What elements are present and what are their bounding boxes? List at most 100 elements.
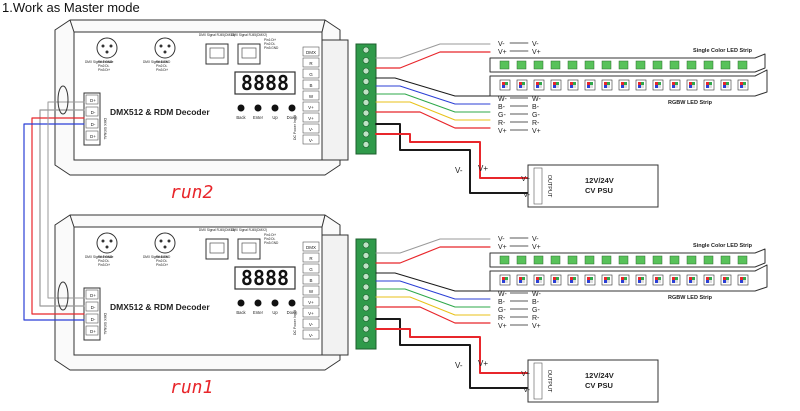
decoder-side-panel [321, 39, 349, 161]
decoder-name: DMX512 & RDM Decoder [110, 302, 210, 312]
rj45-in-jack [205, 43, 229, 65]
led-chip [686, 255, 697, 265]
led-w [607, 85, 610, 88]
output-terminal-slot [302, 241, 320, 252]
led-b [655, 85, 658, 88]
led-w [556, 85, 559, 88]
button-enter [254, 299, 262, 307]
xlr-in-label: DMX Signal Female [85, 255, 114, 259]
rgbw-pin-right: B- [532, 299, 540, 306]
left-terminal-label: D- [91, 110, 96, 115]
led-r [519, 82, 522, 85]
xlr-in-pin [105, 245, 109, 249]
led-chip [720, 60, 731, 70]
xlr-in-pin [105, 50, 109, 54]
led-g [522, 277, 525, 280]
led-r [587, 82, 590, 85]
led-w [726, 85, 729, 88]
green-terminal-screw [362, 130, 370, 138]
dmx-link-wire-red [31, 117, 85, 315]
button-label: Up [272, 310, 278, 315]
green-terminal-screw [362, 325, 370, 333]
psu-label-type: CV PSU [585, 186, 613, 195]
xlr-out-pin [163, 245, 167, 249]
left-terminal-label: D- [91, 122, 96, 127]
power-input-caption: DC Power Input [293, 310, 297, 335]
button-label: Enter [253, 310, 264, 315]
led-chip [584, 60, 595, 70]
led-g [590, 277, 593, 280]
xlr-in-label: Pin2:Di- [98, 64, 109, 68]
psu-pin-plus: V+ [521, 176, 530, 183]
led-chip [567, 60, 578, 70]
rgbw-pin-left: G- [498, 307, 506, 314]
led-w [590, 280, 593, 283]
output-terminal-label: B [309, 278, 312, 283]
xlr-in-label: Pin2:Di- [98, 259, 109, 263]
led-b [621, 280, 624, 283]
led-w [539, 280, 542, 283]
output-terminal-label: G [309, 267, 313, 272]
rj45-pin-label: Pin1:Di+ [264, 233, 276, 237]
led-chip [584, 255, 595, 265]
led-r [672, 277, 675, 280]
led-chip [601, 255, 612, 265]
led-g [641, 82, 644, 85]
psu-label-type: CV PSU [585, 381, 613, 390]
display-digits: 8888 [241, 266, 289, 290]
rj45-out-jack-inner [241, 47, 257, 59]
led-g [573, 277, 576, 280]
wire-rgbw-g [375, 93, 491, 113]
green-terminal-screw [362, 78, 370, 85]
rgbw-strip [489, 69, 768, 97]
green-terminal-screw [362, 88, 370, 96]
output-terminal-slot [302, 57, 320, 68]
led-w [692, 280, 695, 283]
cable-loop [57, 281, 69, 311]
wire-power-plus [375, 133, 529, 179]
led-chip [703, 60, 714, 70]
xlr-out-label: Pin2:Di- [156, 64, 167, 68]
xlr-out-pin [159, 44, 163, 48]
output-terminal-slot [302, 79, 320, 90]
led-g [675, 82, 678, 85]
led-w [505, 280, 508, 283]
housing-edge [321, 19, 326, 33]
led-g [743, 82, 746, 85]
page-title: 1.Work as Master mode [2, 0, 140, 15]
output-terminal-label: V- [309, 333, 314, 338]
led-g [743, 277, 746, 280]
led-r [519, 277, 522, 280]
led-r [621, 82, 624, 85]
rgbw-pin-right: R- [532, 120, 540, 127]
led-g [624, 277, 627, 280]
xlr-in-pin [101, 44, 105, 48]
wire-rgbw-b [375, 280, 491, 300]
rj45-pin-label: Pin1:Di+ [264, 38, 276, 42]
rgbw-pin-left: V+ [498, 323, 507, 330]
led-w [590, 85, 593, 88]
rj45-out-jack [237, 238, 261, 260]
single-pin-right: V- [532, 236, 539, 243]
led-b [723, 85, 726, 88]
led-w [607, 280, 610, 283]
dmx-link-wire-gray-2 [47, 101, 85, 299]
psu-wire-minus-label: V- [455, 361, 463, 370]
led-b [502, 280, 505, 283]
single-color-strip [489, 248, 766, 268]
output-terminal-slot [302, 285, 320, 296]
led-w [709, 280, 712, 283]
led-b [502, 85, 505, 88]
output-terminal-slot [302, 101, 320, 112]
led-b [519, 280, 522, 283]
led-r [689, 82, 692, 85]
single-pin-right: V+ [532, 49, 541, 56]
led-chip [499, 60, 510, 70]
output-terminal-slot [302, 112, 320, 123]
led-chip [601, 60, 612, 70]
psu-pin-plus: V+ [521, 371, 530, 378]
led-w [675, 280, 678, 283]
output-terminal-label: B [309, 83, 312, 88]
